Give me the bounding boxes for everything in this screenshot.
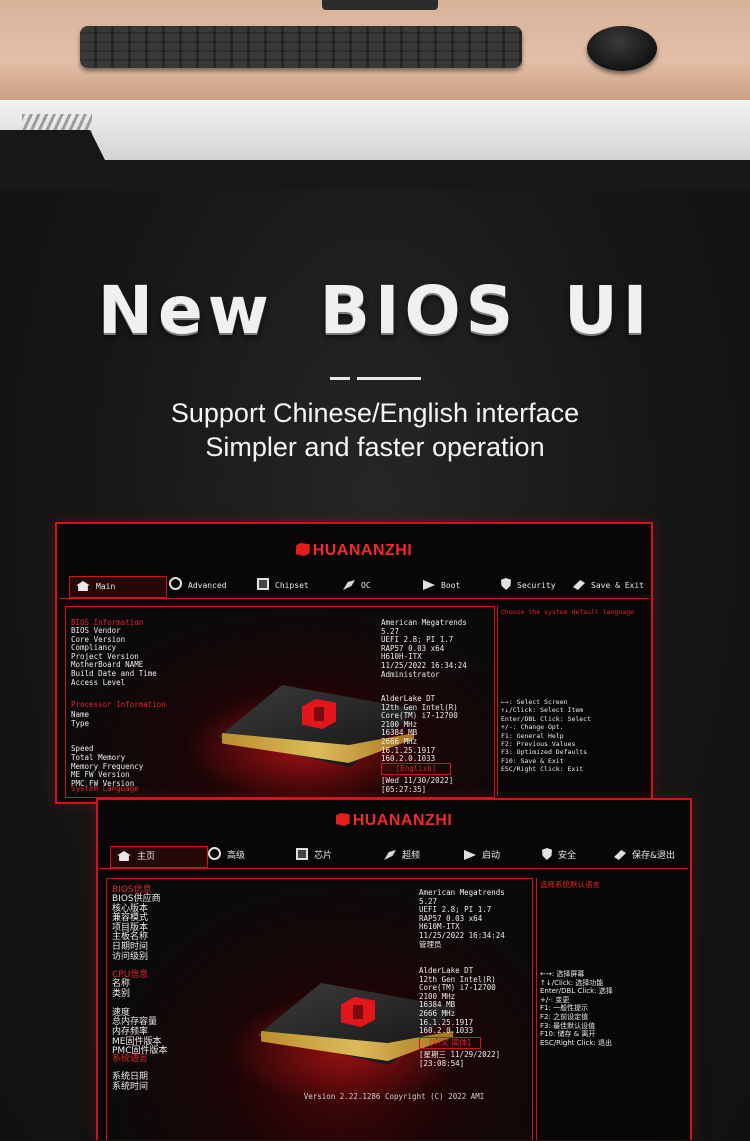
help-description: Choose the system default language (501, 608, 635, 616)
play-icon (423, 580, 435, 590)
system-datetime-values[interactable]: [Wed 11/30/2022] [05:27:35] (381, 776, 454, 794)
tab-security[interactable]: 安全 (542, 846, 576, 866)
keyboard-image (80, 26, 522, 68)
save-icon (614, 850, 626, 860)
bios-main-content: BIOS Information BIOS Vendor Core Versio… (65, 606, 495, 798)
help-keys: ←→: 选择屏幕 ↑↓/Click: 选择功能 Enter/DBL Click:… (540, 970, 613, 1047)
tab-chipset[interactable]: 芯片 (296, 846, 332, 866)
bios-info-labels: BIOS Vendor Core Version Compliancy Proj… (71, 626, 157, 687)
chip-icon (257, 578, 269, 590)
section-cpu-info: CPU信息 (112, 970, 149, 980)
bios-info-labels: BIOS供应商 核心版本 兼容模式 项目版本 主板名称 日期时间 访问级别 (112, 894, 161, 962)
tab-oc[interactable]: OC (343, 576, 371, 596)
tab-security[interactable]: Security (501, 576, 556, 596)
section-bios-info: BIOS Information (71, 618, 144, 627)
satellite-icon (343, 580, 355, 590)
brand-logo: HUANANZHI (98, 812, 690, 830)
hero-title: New BIOS UI (97, 272, 653, 349)
mouse-image (587, 26, 657, 71)
tab-chipset[interactable]: Chipset (257, 576, 309, 596)
help-keys: ←→: Select Screen ↑↓/Click: Select Item … (501, 698, 592, 774)
divider-dash-short (330, 377, 350, 380)
home-icon (76, 581, 90, 591)
bios-main-content: BIOS信息 BIOS供应商 核心版本 兼容模式 项目版本 主板名称 日期时间 … (106, 878, 533, 1140)
cpu-chip-graphic (257, 983, 457, 1065)
tab-oc[interactable]: 超频 (384, 846, 420, 866)
bios-menu-bar: Main Advanced Chipset OC Boot Security S… (59, 576, 649, 599)
section-processor-info: Processor Information (71, 700, 166, 709)
bios-version-footer: Version 2.22.1286 Copyright (C) 2022 AMI (303, 1092, 485, 1101)
satellite-icon (384, 850, 396, 860)
hero-subtitle-2: Simpler and faster operation (205, 432, 545, 462)
cpu-info-labels: 名称 类别 速度 总内存容量 内存频率 ME固件版本 PMC固件版本 (112, 979, 168, 1057)
cpu-info-values: AlderLake DT 12th Gen Intel(R) Core(TM) … (419, 966, 496, 1036)
language-select[interactable]: [中文 简体] (419, 1037, 481, 1049)
shield-icon (542, 848, 552, 860)
play-icon (464, 850, 476, 860)
tab-advanced[interactable]: 高级 (208, 846, 245, 866)
section-system-language: System Language (71, 784, 139, 793)
huananzhi-logo-icon (295, 543, 310, 556)
cpu-chip-graphic (218, 685, 418, 767)
tab-advanced[interactable]: Advanced (169, 576, 227, 596)
bios-menu-bar: 主页 高级 芯片 超频 启动 安全 保存&退出 (100, 846, 688, 869)
huananzhi-logo-icon (335, 813, 350, 826)
bios-help-panel: Choose the system default language ←→: S… (497, 606, 648, 796)
huananzhi-chip-logo-icon (302, 699, 336, 729)
tab-boot[interactable]: 启动 (464, 846, 500, 866)
brand-logo: HUANANZHI (57, 542, 651, 560)
processor-info-values: AlderLake DT 12th Gen Intel(R) Core(TM) … (381, 694, 458, 764)
system-datetime-values[interactable]: [星期三 11/29/2022] [23:08:54] (419, 1050, 501, 1068)
tab-save-exit[interactable]: Save & Exit (573, 576, 644, 596)
home-icon (117, 851, 131, 861)
bios-chinese-panel: HUANANZHI 主页 高级 芯片 超频 启动 安全 保存&退出 BIOS信息… (96, 798, 692, 1140)
light-band (0, 100, 750, 160)
language-select[interactable]: [English] (381, 763, 451, 775)
bios-help-panel: 选择系统默认语言 ←→: 选择屏幕 ↑↓/Click: 选择功能 Enter/D… (536, 878, 687, 1140)
monitor-stand (322, 0, 438, 10)
section-bios-info: BIOS信息 (112, 885, 152, 895)
divider-dash-long (357, 377, 421, 380)
tab-boot[interactable]: Boot (423, 576, 460, 596)
tab-main[interactable]: 主页 (110, 846, 208, 868)
system-datetime-labels: 系统日期 系统时间 (112, 1072, 149, 1092)
bios-info-values: American Megatrends 5.27 UEFI 2.8; PI 1.… (419, 888, 505, 949)
tab-main[interactable]: Main (69, 576, 167, 598)
section-system-language: 系统语言 (112, 1054, 149, 1064)
huananzhi-chip-logo-icon (341, 997, 375, 1027)
shield-icon (501, 578, 511, 590)
gear-icon (208, 847, 221, 860)
help-description: 选择系统默认语言 (540, 880, 600, 889)
save-icon (573, 580, 585, 590)
gear-icon (169, 577, 182, 590)
hero-subtitle-1: Support Chinese/English interface (170, 398, 580, 428)
chip-icon (296, 848, 308, 860)
processor-info-labels: Name Type Speed Total Memory Memory Freq… (71, 710, 144, 788)
tab-save-exit[interactable]: 保存&退出 (614, 846, 675, 866)
bios-info-values: American Megatrends 5.27 UEFI 2.8; PI 1.… (381, 618, 467, 679)
bios-english-panel: HUANANZHI Main Advanced Chipset OC Boot … (55, 522, 653, 804)
